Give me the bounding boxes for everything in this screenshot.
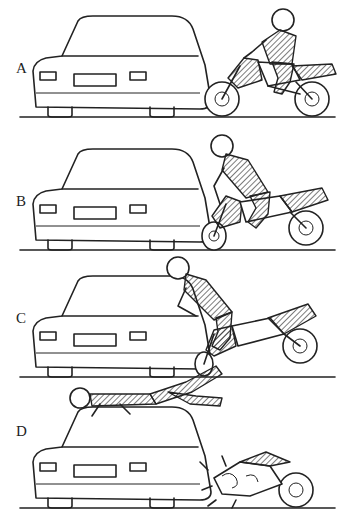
motorcycle-part [200, 456, 236, 508]
rider-part [244, 40, 266, 58]
panel-letter: C [16, 310, 26, 327]
motorcycle-part [289, 483, 303, 497]
motorcycle-part [214, 462, 282, 496]
rider-part [222, 154, 268, 198]
motorcycle [205, 58, 336, 116]
rider-part [262, 30, 296, 64]
motorcycle [202, 188, 328, 250]
panel-letter: A [16, 60, 27, 77]
motorcycle-part [222, 66, 312, 99]
rider-part [248, 192, 270, 228]
motorcycle-part [240, 452, 290, 466]
rider-part [70, 388, 90, 408]
motorcycle-part [268, 304, 316, 334]
rider-part [168, 392, 222, 406]
rider-part [272, 9, 294, 31]
panel-letter: B [16, 193, 26, 210]
rider-part [211, 135, 233, 157]
rider [211, 135, 270, 228]
car [33, 16, 211, 117]
motorcycle-part [280, 188, 328, 212]
rider-part [92, 404, 130, 416]
rider [244, 9, 296, 94]
motorcycle [200, 452, 313, 508]
car [33, 149, 211, 250]
panel-a-scene [20, 9, 336, 117]
rider-part [212, 312, 232, 350]
panel-letter: D [16, 423, 27, 440]
panel-c-scene [20, 257, 335, 377]
rider-part [272, 62, 294, 94]
car [33, 407, 211, 508]
panel-b-scene [20, 135, 335, 250]
rider-part [214, 168, 224, 204]
panel-d-scene [20, 366, 335, 508]
motorcycle-part [228, 58, 262, 88]
motorcycle-part [212, 196, 242, 228]
motorcycle-part [222, 473, 258, 488]
rider [70, 366, 222, 416]
rider [167, 257, 232, 350]
rider-part [178, 288, 196, 316]
motorcycle-part [292, 64, 336, 80]
motorcycle-part [279, 473, 313, 507]
car [33, 276, 211, 377]
